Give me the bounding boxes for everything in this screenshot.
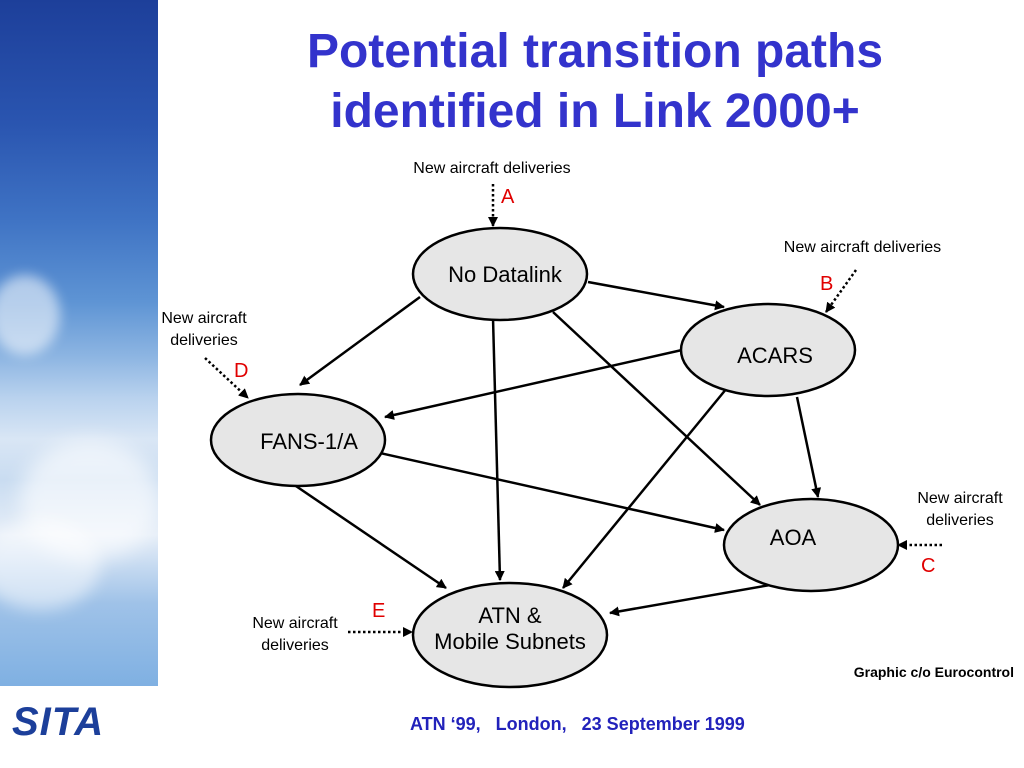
delivery-label-a: New aircraft deliveries (413, 160, 571, 177)
arrow-acars-atn (562, 387, 728, 589)
delivery-label-d: New aircraft deliveries (144, 308, 264, 352)
node-label-aoa: AOA (769, 525, 817, 550)
cloud (0, 520, 100, 610)
node-label-no-datalink: No Datalink (448, 262, 562, 287)
delivery-label-d-line-2: deliveries (170, 332, 238, 349)
delivery-label-c: New aircraft deliveries (898, 488, 1022, 532)
delivery-label-b: New aircraft deliveries (783, 239, 942, 256)
node-fans (209, 392, 387, 488)
footer-text: ATN ‘99, London, 23 September 1999 (410, 714, 745, 734)
delivery-arrows (204, 184, 942, 637)
graphic-credit: Graphic c/o Eurocontrol (853, 664, 1014, 680)
cloud (0, 275, 60, 355)
node-label-atn-line-1: ATN & (478, 603, 542, 628)
slide-title: Potential transition paths identified in… (200, 22, 990, 142)
arrow-nodatalink-acars (587, 280, 725, 311)
arrow-aoa-atn (609, 583, 771, 617)
delivery-letter-c: C (921, 555, 936, 577)
delivery-label-e: New aircraft deliveries (235, 613, 355, 657)
title-line-2: identified in Link 2000+ (330, 85, 860, 138)
delivery-arrow-b (824, 269, 858, 313)
delivery-label-c-line-2: deliveries (926, 512, 994, 529)
sky-sidebar-image (0, 0, 160, 686)
arrow-nodatalink-fans (299, 295, 421, 387)
node-label-acars: ACARS (737, 343, 813, 368)
delivery-letter-d: D (234, 360, 249, 382)
arrow-fans-aoa (379, 451, 725, 533)
sita-logo: SITA (12, 700, 105, 744)
arrow-nodatalink-atn (491, 317, 505, 581)
arrow-acars-fans (384, 348, 683, 420)
node-aoa (722, 497, 900, 593)
arrow-acars-aoa (795, 396, 822, 498)
node-label-atn: ATN & Mobile Subnets (410, 603, 610, 655)
delivery-letter-b: B (820, 273, 834, 295)
node-acars (679, 302, 857, 398)
node-no-datalink (411, 226, 589, 322)
node-atn (411, 581, 609, 689)
node-label-atn-line-2: Mobile Subnets (434, 629, 586, 654)
delivery-label-d-line-1: New aircraft (161, 310, 247, 327)
delivery-label-e-line-1: New aircraft (252, 615, 338, 632)
delivery-label-e-line-2: deliveries (261, 637, 329, 654)
node-label-fans: FANS-1/A (260, 429, 358, 454)
arrow-fans-atn (289, 480, 447, 590)
title-line-1: Potential transition paths (306, 25, 884, 78)
delivery-letter-a: A (501, 186, 515, 208)
arrow-nodatalink-aoa (552, 311, 761, 506)
transition-arrows (289, 280, 822, 617)
delivery-letter-e: E (372, 600, 386, 622)
state-nodes (209, 226, 900, 689)
delivery-label-c-line-1: New aircraft (917, 490, 1003, 507)
